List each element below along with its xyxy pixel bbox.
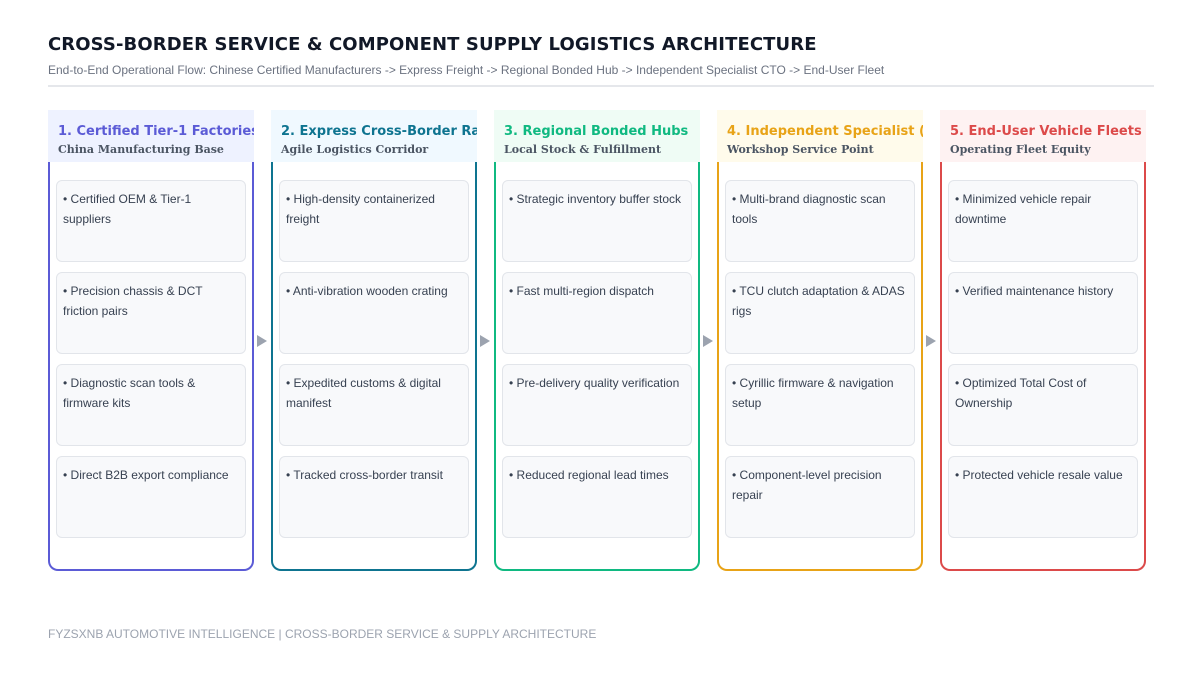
stage-item-card: • Anti-vibration wooden crating [279,272,469,354]
stage-item-card: • Multi-brand diagnostic scan tools [725,180,915,262]
stage-item-card: • Optimized Total Cost of Ownership [948,364,1138,446]
flow-arrow-icon [703,335,713,347]
stage-item-card: • Pre-delivery quality verification [502,364,692,446]
header: CROSS-BORDER SERVICE & COMPONENT SUPPLY … [48,34,1154,77]
stage-item-card: • Component-level precision repair [725,456,915,538]
stage-item-card: • Cyrillic firmware & navigation setup [725,364,915,446]
flow-arrow-icon [926,335,936,347]
stage-item-card: • Diagnostic scan tools & firmware kits [56,364,246,446]
footer-text: FYZSXNB AUTOMOTIVE INTELLIGENCE | CROSS-… [48,627,597,641]
stage-header: 3. Regional Bonded Hubs Local Stock & Fu… [494,110,700,162]
stage-subtitle: Workshop Service Point [727,143,874,156]
stage-item-card: • TCU clutch adaptation & ADAS rigs [725,272,915,354]
stage-subtitle: China Manufacturing Base [58,143,224,156]
stage-item-card: • Minimized vehicle repair downtime [948,180,1138,262]
stage-title: 4. Independent Specialist (CTO) [727,124,923,139]
header-divider [48,85,1154,87]
stage-item-card: • Strategic inventory buffer stock [502,180,692,262]
stage-5-end-user-fleets: 5. End-User Vehicle Fleets Operating Fle… [940,110,1146,571]
stage-3-bonded-hubs: 3. Regional Bonded Hubs Local Stock & Fu… [494,110,700,571]
stage-header: 2. Express Cross-Border Rail/Air Agile L… [271,110,477,162]
flow-arrow-icon [257,335,267,347]
stage-item-card: • Expedited customs & digital manifest [279,364,469,446]
page-title: CROSS-BORDER SERVICE & COMPONENT SUPPLY … [48,34,817,55]
stage-subtitle: Local Stock & Fulfillment [504,143,662,156]
stage-item-card: • Direct B2B export compliance [56,456,246,538]
stage-title: 5. End-User Vehicle Fleets [950,124,1142,139]
stage-header: 5. End-User Vehicle Fleets Operating Fle… [940,110,1146,162]
stage-title: 1. Certified Tier-1 Factories [58,124,254,139]
stage-2-express-freight: 2. Express Cross-Border Rail/Air Agile L… [271,110,477,571]
stage-item-card: • Certified OEM & Tier-1 suppliers [56,180,246,262]
stage-item-card: • High-density containerized freight [279,180,469,262]
stage-title: 2. Express Cross-Border Rail/Air [281,124,477,139]
stage-item-card: • Precision chassis & DCT friction pairs [56,272,246,354]
stage-item-card: • Tracked cross-border transit [279,456,469,538]
stage-item-card: • Reduced regional lead times [502,456,692,538]
stage-item-card: • Verified maintenance history [948,272,1138,354]
stage-item-card: • Protected vehicle resale value [948,456,1138,538]
flow-arrow-icon [480,335,490,347]
stage-1-certified-factories: 1. Certified Tier-1 Factories China Manu… [48,110,254,571]
stage-subtitle: Agile Logistics Corridor [281,143,429,156]
stage-subtitle: Operating Fleet Equity [950,143,1091,156]
stage-header: 1. Certified Tier-1 Factories China Manu… [48,110,254,162]
stage-4-specialist-cto: 4. Independent Specialist (CTO) Workshop… [717,110,923,571]
stage-header: 4. Independent Specialist (CTO) Workshop… [717,110,923,162]
stage-item-card: • Fast multi-region dispatch [502,272,692,354]
stage-title: 3. Regional Bonded Hubs [504,124,689,139]
page-subtitle: End-to-End Operational Flow: Chinese Cer… [48,63,885,77]
